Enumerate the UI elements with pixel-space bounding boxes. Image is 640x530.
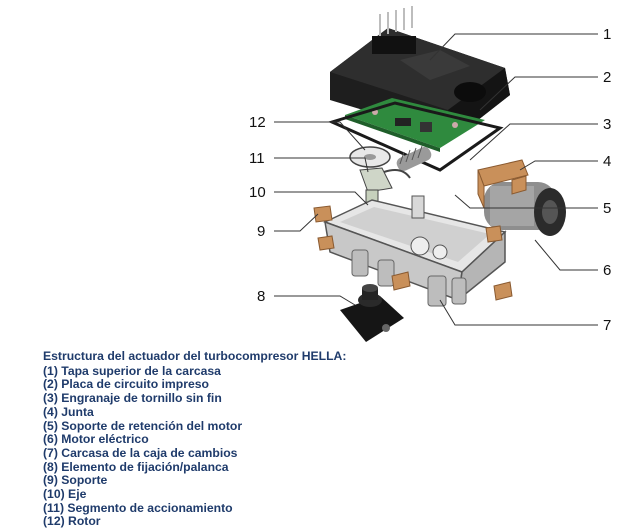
legend-item-10: (10) Eje — [43, 487, 87, 502]
callout-11: 11 — [249, 150, 265, 167]
legend-item-8: (8) Elemento de fijación/palanca — [43, 459, 229, 474]
legend-item-4: (4) Junta — [43, 404, 94, 419]
gasket-part — [327, 101, 504, 172]
legend-item-3: (3) Engranaje de tornillo sin fin — [43, 391, 222, 406]
legend-item-1: (1) Tapa superior de la carcasa — [43, 363, 221, 378]
legend-item-7: (7) Carcasa de la caja de cambios — [43, 445, 238, 460]
callout-7: 7 — [603, 317, 611, 334]
worm-gear-part — [396, 145, 432, 171]
callout-6: 6 — [603, 262, 611, 279]
exploded-view-diagram: 1 2 3 4 5 6 7 8 9 10 11 12 — [249, 6, 611, 342]
drive-segment-part — [359, 167, 411, 193]
callout-8: 8 — [257, 288, 265, 305]
callout-10: 10 — [249, 184, 266, 201]
callout-4: 4 — [603, 153, 611, 170]
gearbox-housing-part — [323, 195, 507, 307]
callout-1: 1 — [603, 26, 611, 43]
callout-9: 9 — [257, 223, 265, 240]
callout-labels: 1 2 3 4 5 6 7 8 9 10 11 12 — [249, 26, 611, 334]
lever-part — [340, 284, 404, 342]
legend-item-12: (12) Rotor — [43, 514, 101, 529]
motor-bracket-part — [477, 159, 529, 209]
support-clips-part — [313, 205, 513, 301]
legend-title: Estructura del actuador del turbocompres… — [43, 349, 347, 363]
callout-5: 5 — [603, 200, 611, 217]
callout-3: 3 — [603, 116, 611, 133]
legend-item-6: (6) Motor eléctrico — [43, 432, 149, 447]
legend-item-5: (5) Soporte de retención del motor — [43, 418, 243, 433]
pcb-part — [345, 98, 485, 152]
callout-2: 2 — [603, 69, 611, 86]
rotor-part — [349, 146, 391, 168]
legend-item-11: (11) Segmento de accionamiento — [43, 500, 233, 515]
legend-item-9: (9) Soporte — [43, 473, 108, 488]
legend-item-2: (2) Placa de circuito impreso — [43, 377, 209, 392]
callout-12: 12 — [249, 114, 266, 131]
leader-lines — [274, 33, 598, 326]
parts-legend: Estructura del actuador del turbocompres… — [43, 349, 443, 529]
